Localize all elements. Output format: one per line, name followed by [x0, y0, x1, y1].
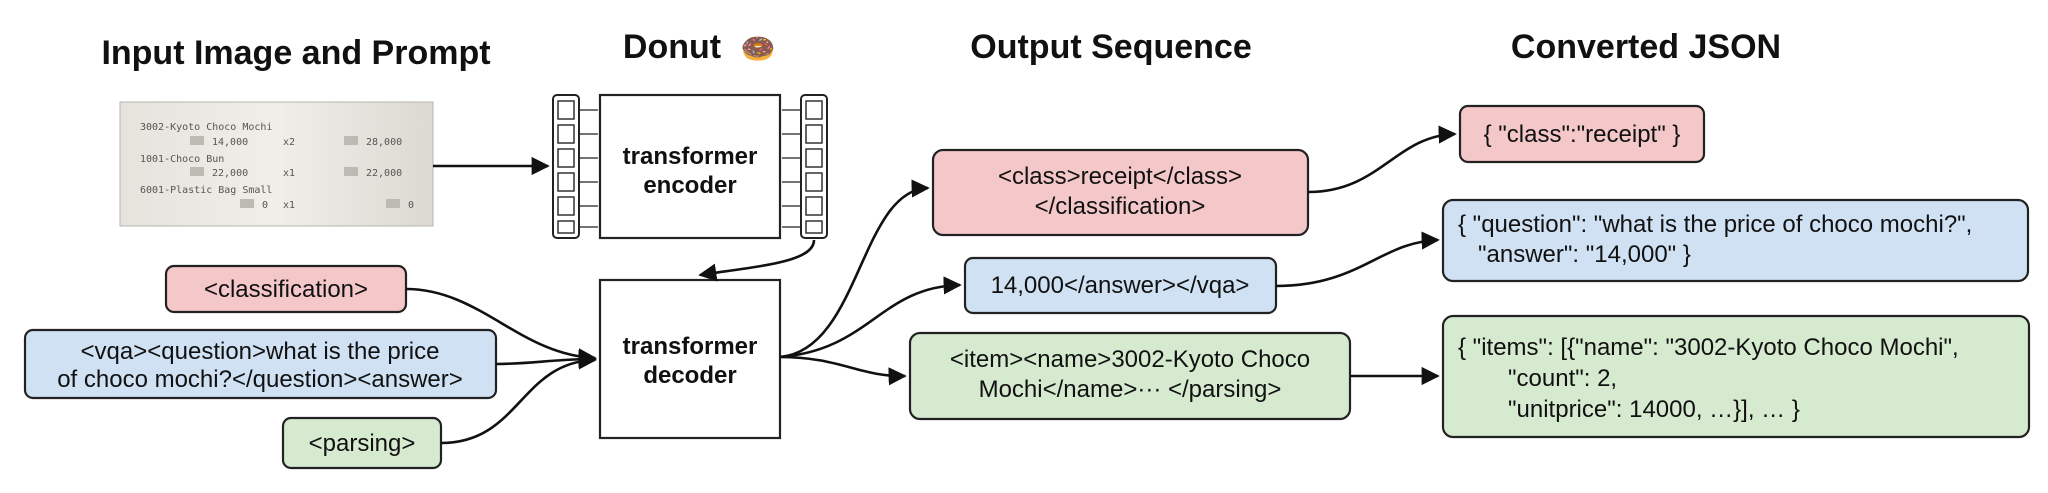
prompt-parsing-label: <parsing>: [309, 430, 416, 457]
decoder-label-line-2: decoder: [643, 362, 736, 389]
header-converted-json: Converted JSON: [1511, 28, 1781, 66]
arrow-classification-to-decoder: [405, 287, 597, 367]
receipt-line-1: 3002-Kyoto Choco Mochi: [140, 122, 272, 133]
header-donut: Donut: [623, 28, 721, 66]
prompt-vqa: <vqa><question>what is the price of choc…: [23, 328, 498, 400]
header-output-sequence: Output Sequence: [970, 28, 1251, 66]
receipt-line-5: 6001-Plastic Bag Small: [140, 185, 272, 196]
json-parsing-line-2: "count": 2,: [1508, 365, 1617, 392]
output-classification: <class>receipt</class> </classification>: [931, 148, 1310, 237]
receipt-line-4-qty: x1: [283, 168, 295, 179]
receipt-line-6-qty: x1: [283, 200, 295, 211]
encoder-label-line-2: encoder: [643, 172, 736, 199]
receipt-line-6-price: 0: [262, 200, 268, 211]
arrow-output-classification-to-json: [1307, 125, 1457, 194]
json-classification: { "class":"receipt" }: [1458, 104, 1706, 164]
receipt-line-2-qty: x2: [283, 137, 295, 148]
json-vqa-line-2: "answer": "14,000" }: [1478, 241, 1691, 268]
output-parsing-line-2: Mochi</name>··· </parsing>: [979, 376, 1282, 403]
prompt-vqa-label-line-1: <vqa><question>what is the price: [81, 338, 440, 365]
arrow-decoder-to-output-classification: [779, 179, 930, 359]
output-vqa-label: 14,000</answer></vqa>: [991, 272, 1250, 299]
prompt-vqa-label-line-2: of choco mochi?</question><answer>: [57, 366, 463, 393]
receipt-image: 3002-Kyoto Choco Mochi 14,000 x2 28,000 …: [119, 101, 434, 227]
arrow-encoder-to-decoder: [698, 239, 816, 282]
output-classification-line-1: <class>receipt</class>: [998, 163, 1242, 190]
encoder-input-arrows: [580, 109, 598, 228]
transformer-encoder-box: transformer encoder: [598, 93, 782, 240]
output-classification-line-2: </classification>: [1035, 193, 1206, 220]
output-vqa: 14,000</answer></vqa>: [963, 256, 1278, 315]
json-parsing-line-1: { "items": [{"name": "3002-Kyoto Choco M…: [1458, 334, 1959, 361]
encoder-input-tokens: [552, 94, 580, 239]
json-vqa-line-1: { "question": "what is the price of choc…: [1458, 211, 1972, 238]
prompt-parsing: <parsing>: [281, 416, 443, 470]
output-parsing-line-1: <item><name>3002-Kyoto Choco: [950, 346, 1310, 373]
encoder-output-tokens: [800, 94, 828, 239]
receipt-line-2-price: 14,000: [212, 137, 248, 148]
json-classification-label: { "class":"receipt" }: [1484, 121, 1681, 148]
prompt-classification-label: <classification>: [204, 276, 368, 303]
arrow-parsing-to-decoder: [440, 351, 597, 445]
prompt-classification: <classification>: [164, 264, 408, 314]
arrow-decoder-to-output-parsing: [779, 355, 907, 386]
json-vqa: { "question": "what is the price of choc…: [1441, 198, 2030, 283]
transformer-decoder-box: transformer decoder: [598, 278, 782, 440]
json-parsing: { "items": [{"name": "3002-Kyoto Choco M…: [1441, 314, 2031, 439]
header-input-image-and-prompt: Input Image and Prompt: [101, 34, 490, 72]
receipt-line-4-price: 22,000: [212, 168, 248, 179]
output-parsing: <item><name>3002-Kyoto Choco Mochi</name…: [908, 331, 1352, 421]
arrow-decoder-to-output-vqa: [779, 276, 962, 359]
encoder-label-line-1: transformer: [623, 143, 758, 170]
decoder-label-line-1: transformer: [623, 333, 758, 360]
receipt-line-4-total: 22,000: [366, 168, 402, 179]
json-parsing-line-3: "unitprice": 14000, …}], … }: [1508, 396, 1800, 423]
receipt-line-2-total: 28,000: [366, 137, 402, 148]
encoder-output-arrows: [782, 109, 800, 228]
receipt-line-6-total: 0: [408, 200, 414, 211]
donut-emoji-icon: 🍩: [741, 32, 776, 65]
receipt-line-3: 1001-Choco Bun: [140, 154, 224, 165]
arrow-output-vqa-to-json: [1275, 231, 1440, 288]
